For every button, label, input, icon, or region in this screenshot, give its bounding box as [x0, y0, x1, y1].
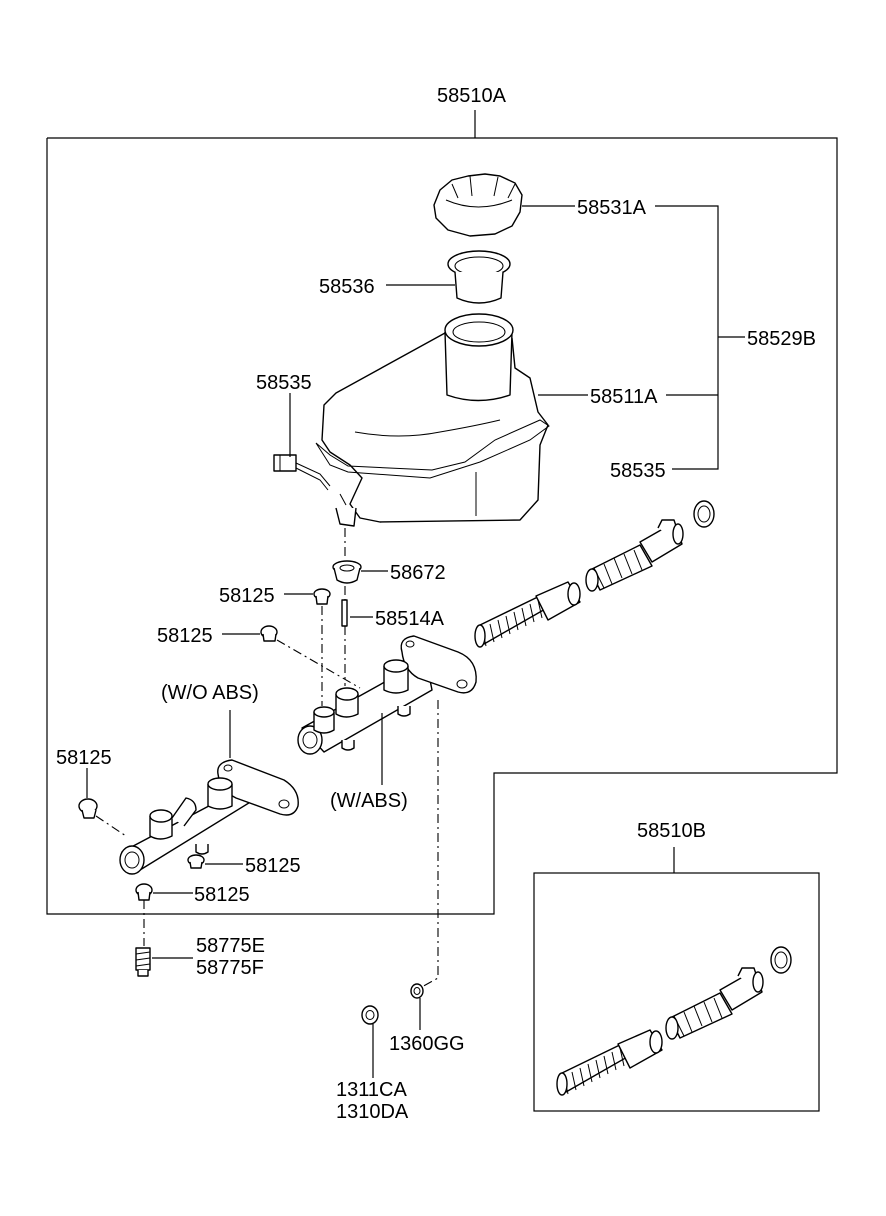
- label-screw-b: 58125: [157, 625, 213, 647]
- label-screw-d: 58125: [245, 855, 301, 877]
- screw-b: [260, 625, 278, 642]
- strainer: [447, 250, 511, 304]
- label-kit: 58510B: [637, 820, 706, 842]
- label-fitting-1: 58775E: [196, 935, 265, 957]
- label-fitting-2: 58775F: [196, 957, 264, 979]
- master-cylinder-no-abs: [119, 759, 299, 875]
- label-wo-abs: (W/O ABS): [161, 682, 259, 704]
- nut: [361, 1005, 379, 1025]
- abs-mount-dash: [419, 700, 439, 989]
- label-grommet: 58672: [390, 562, 446, 584]
- screw-a: [313, 588, 331, 605]
- pin: [341, 599, 348, 627]
- label-w-abs: (W/ABS): [330, 790, 408, 812]
- master-cylinder-abs: [297, 635, 477, 755]
- label-switch-top: 58535: [256, 372, 312, 394]
- label-gasket: 1360GG: [389, 1033, 465, 1055]
- label-screw-c: 58125: [56, 747, 112, 769]
- label-nut-1: 1311CA: [336, 1079, 407, 1101]
- label-nut-2: 1310DA: [336, 1101, 409, 1123]
- label-screw-a: 58125: [219, 585, 275, 607]
- level-switch: [273, 454, 331, 491]
- label-reservoir: 58511A: [590, 386, 658, 408]
- label-cap: 58531A: [577, 197, 647, 219]
- reservoir-body: [315, 313, 550, 527]
- label-screw-e: 58125: [194, 884, 250, 906]
- piston-assembly-upper: [474, 500, 715, 648]
- label-pin: 58514A: [375, 608, 445, 630]
- screw-c-dash: [95, 815, 127, 837]
- fitting: [135, 947, 151, 977]
- gasket: [410, 983, 424, 999]
- piston-assembly-kit: [556, 946, 792, 1096]
- label-strainer: 58536: [319, 276, 375, 298]
- reservoir-cap: [433, 173, 523, 237]
- assembly-boundary: [46, 137, 838, 915]
- label-bracket-group: 58529B: [747, 328, 816, 350]
- screw-d: [187, 854, 205, 869]
- bracket-58529b: [655, 205, 719, 470]
- screw-e: [135, 883, 153, 901]
- screw-c: [78, 798, 98, 819]
- kit-boundary: [533, 872, 820, 1112]
- grommet: [332, 560, 362, 584]
- screw-b-dash: [276, 639, 361, 689]
- label-switch-bottom: 58535: [610, 460, 666, 482]
- label-assembly: 58510A: [437, 85, 507, 107]
